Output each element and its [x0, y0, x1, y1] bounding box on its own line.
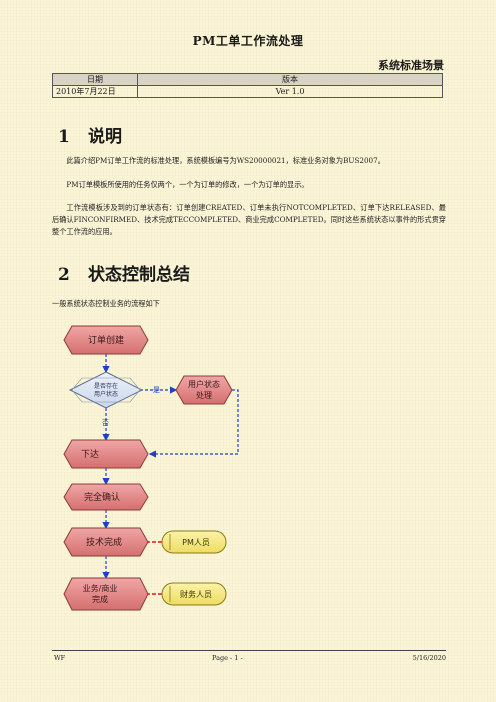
node-tech-complete: 技术完成: [63, 527, 149, 557]
node-label: 用户状态: [94, 390, 118, 398]
no-label: 否: [102, 419, 109, 427]
footer-date: 5/16/2020: [412, 654, 446, 662]
node-label: PM人员: [182, 538, 210, 547]
node-label: 财务人员: [180, 589, 212, 599]
arrow-user-status-to-release: [148, 389, 239, 458]
header-date: 日期: [52, 73, 138, 86]
node-release: 下达: [63, 439, 149, 469]
node-confirm: 完全确认: [63, 483, 149, 511]
node-label: 技术完成: [86, 536, 122, 548]
header-version: 版本: [137, 73, 443, 86]
node-label: 处理: [196, 390, 212, 400]
actor-finance-staff: 财务人员: [161, 582, 227, 606]
document-title: PM工单工作流处理: [192, 34, 304, 48]
section-1-heading: 1 说明: [58, 122, 122, 147]
section-2-number: 2: [58, 265, 70, 285]
section-1-title: 说明: [88, 127, 122, 147]
section-1-number: 1: [58, 127, 70, 147]
node-label: 完成: [92, 594, 108, 604]
node-label: 是否存在: [94, 382, 118, 390]
node-order-create: 订单创建: [63, 325, 149, 355]
yes-label: 是: [153, 386, 160, 394]
node-label: 完全确认: [84, 491, 120, 503]
section-2-heading: 2 状态控制总结: [58, 260, 190, 285]
paragraph: PM订单模板所使用的任务仅两个，一个为订单的修改，一个为订单的显示。: [66, 180, 309, 189]
footer-left: WF: [54, 654, 66, 662]
paragraph: 工作流模板涉及到的订单状态有：订单创建CREATED、订单未执行NOTCOMPL…: [52, 203, 446, 236]
cell-version: Ver 1.0: [137, 85, 443, 98]
node-label: 订单创建: [88, 334, 124, 346]
footer-page-number: Page - 1 -: [212, 654, 243, 662]
section-2-intro: 一般系统状态控制业务的流程如下: [52, 299, 160, 308]
version-table: 日期 版本 2010年7月22日 Ver 1.0: [52, 73, 443, 98]
node-business-complete: 业务/商业 完成: [63, 577, 149, 611]
node-decision: 是否存在 用户状态: [68, 371, 144, 409]
node-label: 下达: [81, 448, 99, 460]
section-2-title: 状态控制总结: [88, 265, 190, 285]
actor-pm-staff: PM人员: [161, 530, 227, 554]
page-footer: WF Page - 1 - 5/16/2020: [52, 650, 446, 665]
document-subtitle: 系统标准场景: [378, 59, 444, 72]
node-label: 用户状态: [188, 379, 220, 389]
paragraph: 此篇介绍PM订单工作流的标准处理，系统模板编号为WS20000021，标准业务对…: [66, 156, 385, 165]
node-label: 业务/商业: [83, 583, 118, 593]
node-user-status: 用户状态 处理: [175, 375, 233, 405]
